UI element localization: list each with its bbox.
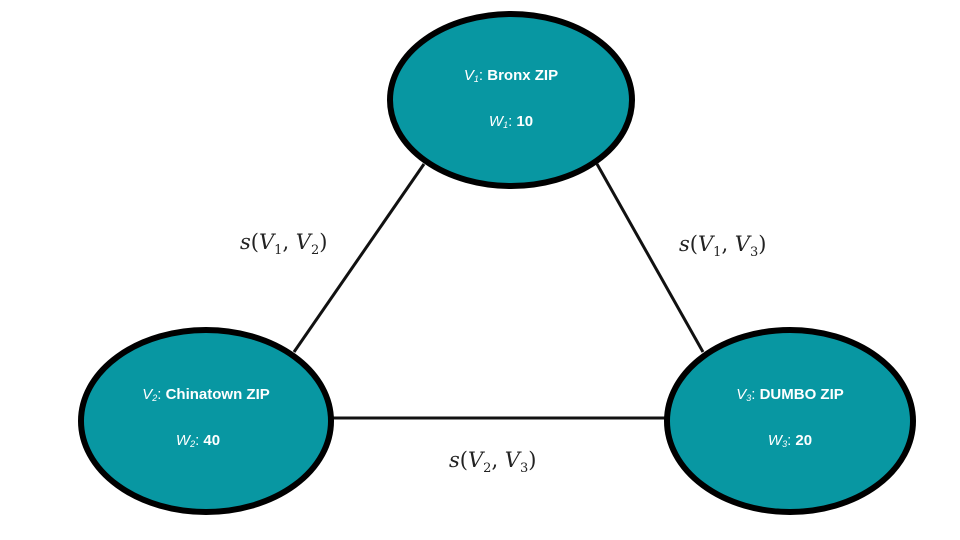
edge-labels: s(V1, V2) s(V1, V3) s(V2, V3) <box>240 230 766 476</box>
node-v1: V1: Bronx ZIP W1: 10 <box>387 11 635 189</box>
node-v2-weight: W2: 40 <box>176 432 220 449</box>
edges <box>292 163 705 420</box>
node-v3-weight: W3: 20 <box>768 432 812 449</box>
node-v2: V2: Chinatown ZIP W2: 40 <box>78 327 334 515</box>
edge-label-v1-v3: s(V1, V3) <box>679 232 766 260</box>
edge-v1-v3 <box>595 163 705 353</box>
node-v1-weight: W1: 10 <box>489 113 533 130</box>
edge-v1-v2 <box>292 163 426 353</box>
edge-label-v2-v3: s(V2, V3) <box>449 448 536 476</box>
node-v3: V3: DUMBO ZIP W3: 20 <box>664 327 916 515</box>
node-v1-title: V1: Bronx ZIP <box>464 67 558 84</box>
node-v2-title: V2: Chinatown ZIP <box>142 386 270 403</box>
node-v3-title: V3: DUMBO ZIP <box>736 386 844 403</box>
edge-label-v1-v2: s(V1, V2) <box>240 230 327 258</box>
